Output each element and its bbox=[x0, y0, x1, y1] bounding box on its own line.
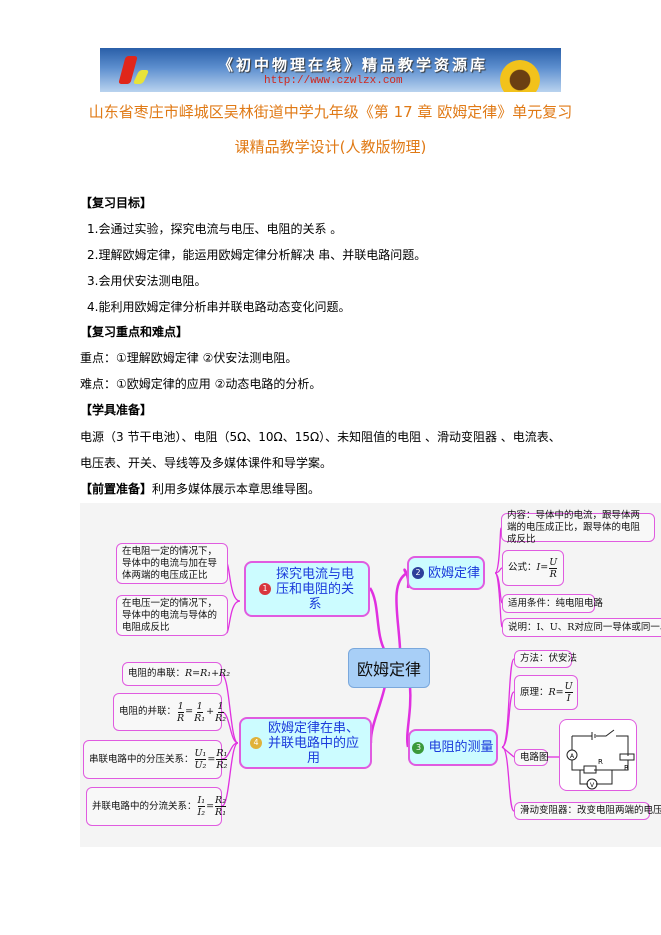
site-banner: 《初中物理在线》精品教学资源库 http://www.czwlzx.com bbox=[100, 48, 561, 92]
leaf-law-content: 内容：导体中的电流，跟导体两端的电压成正比，跟导体的电阻成反比 bbox=[501, 510, 655, 545]
branch-series-parallel-application[interactable]: 4 欧姆定律在串、并联电路中的应用 bbox=[239, 717, 372, 769]
rheostat-icon: R bbox=[624, 764, 629, 772]
voltmeter-icon: V bbox=[590, 782, 595, 789]
leaf-series-resistance: 电阻的串联：R=R₁+R₂ bbox=[122, 662, 230, 686]
goal-item: 3.会用伏安法测电阻。 bbox=[87, 274, 207, 288]
formula-label: 并联电路中的分流关系： bbox=[92, 800, 197, 812]
circuit-diagram-image: A V R R bbox=[566, 729, 635, 790]
ammeter-icon: A bbox=[570, 753, 575, 760]
formula-label: 原理： bbox=[520, 686, 549, 698]
branch-label: 探究电流与电压和电阻的关系 bbox=[275, 566, 354, 612]
leaf-law-condition: 适用条件：纯电阻电路 bbox=[502, 594, 603, 613]
difficult-points: 难点：①欧姆定律的应用 ②动态电路的分析。 bbox=[80, 377, 322, 391]
prep-line: 【前置准备】利用多媒体展示本章思维导图。 bbox=[80, 480, 320, 497]
resistor-icon: R bbox=[598, 758, 603, 766]
prep-heading: 【前置准备】 bbox=[80, 482, 153, 496]
number-badge: 4 bbox=[250, 737, 262, 749]
branch-label: 欧姆定律在串、并联电路中的应用 bbox=[267, 720, 359, 766]
goal-item: 1.会通过实验，探究电流与电压、电阻的关系 。 bbox=[87, 222, 343, 236]
mind-map: 在电阻一定的情况下，导体中的电流与加在导体两端的电压成正比 在电压一定的情况下，… bbox=[80, 503, 661, 847]
leaf-rheostat: 滑动变阻器：改变电阻两端的电压 bbox=[514, 802, 661, 820]
formula-label: 电阻的并联： bbox=[119, 706, 177, 717]
tools-text: 电压表、开关、导线等及多媒体课件和导学案。 bbox=[80, 456, 333, 470]
leaf-law-note: 说明：I、U、R对应同一导体或同一段电路 bbox=[502, 618, 661, 637]
mind-map-connectors bbox=[221, 527, 559, 812]
formula-label: 公式： bbox=[508, 562, 537, 573]
prep-text: 利用多媒体展示本章思维导图。 bbox=[152, 482, 321, 496]
number-badge: 1 bbox=[259, 583, 271, 595]
goals-heading: 【复习目标】 bbox=[80, 196, 153, 210]
tools-text: 电源（3 节干电池）、电阻（5Ω、10Ω、15Ω）、未知阻值的电阻 、滑动变阻器… bbox=[80, 430, 561, 444]
document-title-line2: 课精品教学设计(人教版物理) bbox=[234, 138, 427, 156]
sunflower-icon bbox=[500, 60, 540, 92]
leaf-circuit-diagram[interactable]: 电路图 bbox=[514, 749, 549, 766]
key-heading: 【复习重点和难点】 bbox=[80, 325, 189, 339]
number-badge: 3 bbox=[412, 741, 425, 754]
leaf-voltage-proportional: 在电阻一定的情况下，导体中的电流与加在导体两端的电压成正比 bbox=[116, 543, 228, 584]
key-points: 重点：①理解欧姆定律 ②伏安法测电阻。 bbox=[80, 351, 298, 365]
branch-label: 电阻的测量 bbox=[428, 740, 494, 755]
leaf-resistance-inverse: 在电压一定的情况下，导体中的电流与导体的电阻成反比 bbox=[116, 595, 228, 636]
leaf-method: 方法：伏安法 bbox=[514, 650, 577, 668]
goal-item: 2.理解欧姆定律，能运用欧姆定律分析解决 串、并联电路问题。 bbox=[87, 248, 427, 262]
branch-label: 欧姆定律 bbox=[427, 565, 480, 581]
banner-url: http://www.czwlzx.com bbox=[264, 75, 403, 87]
tools-heading: 【学具准备】 bbox=[80, 403, 153, 417]
number-badge: 2 bbox=[411, 567, 424, 579]
document-title-line1: 山东省枣庄市峄城区吴林街道中学九年级《第 17 章 欧姆定律》单元复习 bbox=[88, 103, 573, 121]
formula-label: 电阻的串联： bbox=[128, 668, 186, 679]
branch-explore-relationship[interactable]: 1 探究电流与电压和电阻的关系 bbox=[244, 561, 370, 617]
banner-title: 《初中物理在线》精品教学资源库 bbox=[218, 56, 489, 74]
goal-item: 4.能利用欧姆定律分析串并联电路动态变化问题。 bbox=[87, 300, 351, 314]
formula-label: 串联电路中的分压关系： bbox=[89, 753, 194, 765]
mind-map-center[interactable]: 欧姆定律 bbox=[348, 648, 430, 688]
logo-icon-accent bbox=[132, 70, 150, 84]
circuit-diagram: A V R R bbox=[559, 719, 637, 791]
